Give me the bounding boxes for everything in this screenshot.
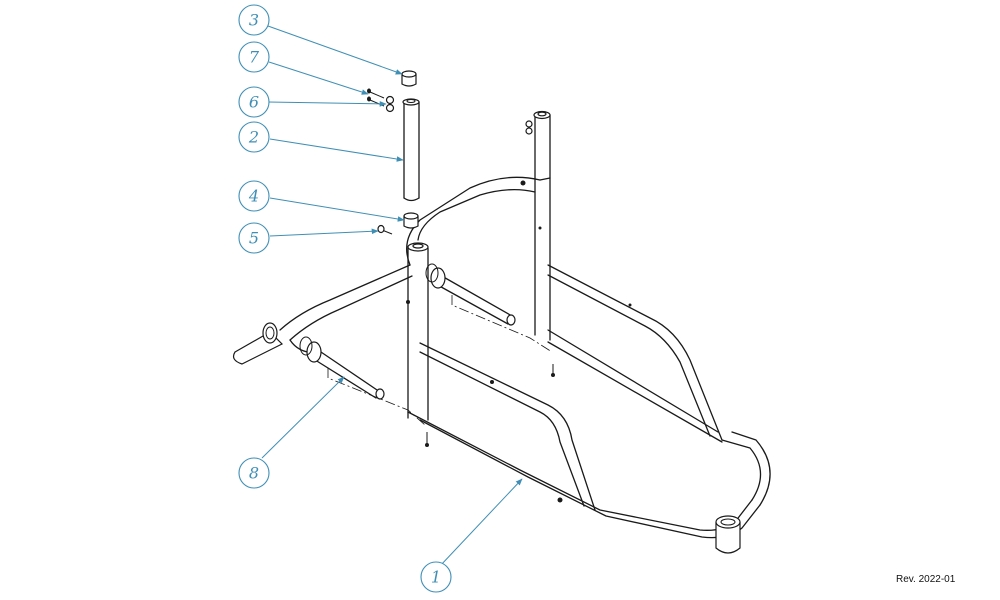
bottom-bolts (425, 364, 555, 447)
callout-4-label: 4 (248, 187, 259, 206)
revision-label: Rev. 2022-01 (896, 574, 956, 585)
callout-4: 4 (238, 180, 270, 212)
callout-8-label: 8 (249, 464, 259, 483)
callout-1-label: 1 (431, 568, 441, 587)
callout-6: 6 (238, 86, 270, 118)
callout-5: 5 (238, 222, 270, 254)
callout-8: 8 (238, 457, 270, 489)
callout-3: 3 (238, 4, 270, 36)
collar (403, 212, 419, 229)
washers (385, 95, 395, 113)
callout-1: 1 (420, 561, 452, 593)
callout-7: 7 (238, 41, 270, 73)
callout-3-label: 3 (249, 11, 259, 30)
callout-2-label: 2 (248, 128, 259, 147)
end-cap (401, 70, 417, 87)
callout-2: 2 (238, 121, 270, 153)
callout-leaders (261, 25, 523, 567)
callout-5-label: 5 (249, 229, 259, 248)
callout-6-label: 6 (249, 93, 259, 112)
callout-7-label: 7 (249, 48, 260, 67)
extension-tube (402, 98, 420, 202)
main-frame (232, 110, 771, 554)
center-lines (327, 295, 553, 426)
side-screw (377, 224, 393, 235)
